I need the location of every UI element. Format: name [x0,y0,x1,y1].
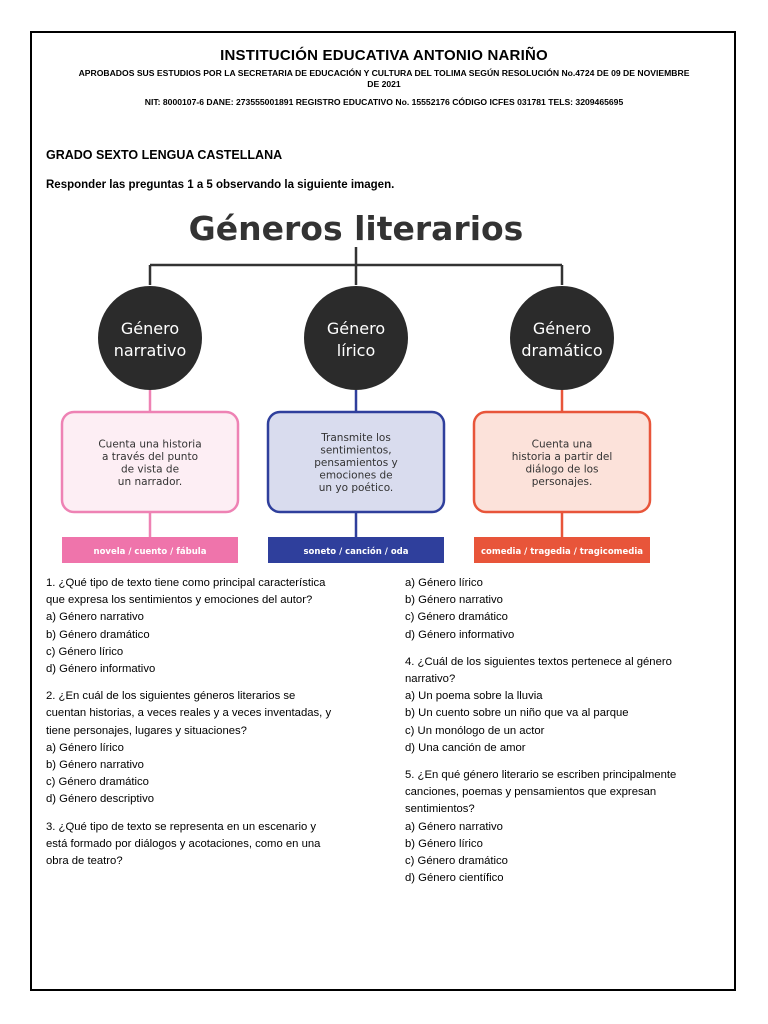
answer-option: d) Género descriptivo [46,793,154,806]
grade-title: GRADO SEXTO LENGUA CASTELLANA [46,148,283,162]
instruction-text: Responder las preguntas 1 a 5 observando… [46,179,395,191]
genre-circle [304,286,408,390]
answer-option: a) Género lírico [46,741,124,754]
genre-description-line: pensamientos y [314,457,398,469]
answer-option: d) Género informativo [46,663,156,676]
genre-name-line-2: dramático [521,341,602,360]
question-text: 2. ¿En cuál de los siguientes géneros li… [46,690,296,703]
genre-description-line: Transmite los [320,432,391,444]
literary-genres-diagram: Géneros literarios Género narrativoCuenta… [60,209,652,563]
diagram-connectors [148,247,564,285]
answer-option: c) Género dramático [405,611,508,624]
genre-name-line-1: Género [121,319,179,338]
genre-name-line-1: Género [327,319,385,338]
genre-examples-tag [62,537,238,563]
question-text: canciones, poemas y pensamientos que exp… [405,786,657,799]
question-text: cuentan historias, a veces reales y a ve… [46,707,332,720]
genre-description-box [266,410,446,514]
answer-option: c) Género dramático [46,776,149,789]
question-text: 5. ¿En qué género literario se escriben … [405,769,677,782]
genre-examples-text: soneto / canción / oda [304,546,409,557]
question-block: 3. ¿Qué tipo de texto se representa en u… [46,819,376,871]
question-block: 4. ¿Cuál de los siguientes textos perten… [405,654,730,757]
answer-option: d) Una canción de amor [405,741,526,754]
approval-line-2: DE 2021 [367,79,401,89]
answer-option: b) Género narrativo [46,759,144,772]
question-text: tiene personajes, lugares y situaciones? [46,724,247,737]
question-block: 5. ¿En qué género literario se escriben … [405,767,730,887]
question-text: 1. ¿Qué tipo de texto tiene como princip… [46,577,326,589]
answer-option: d) Género informativo [405,628,515,641]
question-text: 3. ¿Qué tipo de texto se representa en u… [46,820,317,833]
approval-text: APROBADOS SUS ESTUDIOS POR LA SECRETARIA… [40,68,728,90]
answer-option: a) Género narrativo [405,820,503,833]
genre-description-line: historia a partir del [512,451,613,463]
genre-description-line: a través del punto [102,451,198,463]
question-text: que expresa los sentimientos y emociones… [46,594,313,607]
genre-circle [98,286,202,390]
genre-examples-tag [474,537,650,563]
answer-option: b) Un cuento sobre un niño que va al par… [405,707,629,720]
genre-description-line: de vista de [121,463,179,475]
answer-option: a) Género lírico [405,577,483,589]
genre-description-line: diálogo de los [525,463,598,475]
answer-option: b) Género dramático [46,628,150,641]
answer-option: c) Género lírico [46,645,124,658]
question-block: 1. ¿Qué tipo de texto tiene como princip… [46,575,376,678]
genre-examples-text: comedia / tragedia / tragicomedia [481,547,643,557]
nit-line: NIT: 8000107-6 DANE: 273555001891 REGIST… [144,97,624,107]
genre-name-line-2: narrativo [114,341,187,360]
answer-option: d) Género científico [405,872,504,885]
genre-description-line: emociones de [319,470,392,482]
page-border [30,31,736,991]
genre-description-line: Cuenta una historia [98,438,201,450]
answer-option: b) Género narrativo [405,594,503,607]
question-text: narrativo? [405,673,456,686]
genre-description-line: un yo poético. [319,482,394,494]
genre-circle [510,286,614,390]
genre-name-line-1: Género [533,319,591,338]
genre-name-line-2: lírico [337,341,376,360]
question-text: 4. ¿Cuál de los siguientes textos perten… [405,655,672,668]
genre-description-line: un narrador. [118,476,182,488]
answer-option: c) Un monólogo de un actor [405,724,545,737]
question-text: está formado por diálogos y acotaciones,… [46,837,321,850]
genre-description-line: Cuenta una [532,438,593,450]
genre-description-line: sentimientos, [320,445,391,457]
answer-option: c) Género dramático [405,855,508,868]
genre-description-box [60,410,240,514]
question-block: a) Género lírico b) Género narrativo c) Gé… [405,575,730,644]
approval-line-1: APROBADOS SUS ESTUDIOS POR LA SECRETARIA… [78,68,690,78]
questions-left-column: 1. ¿Qué tipo de texto tiene como princip… [46,575,376,880]
answer-option: a) Género narrativo [46,611,144,624]
question-text: sentimientos? [405,803,475,816]
answer-option: a) Un poema sobre la lluvia [405,690,543,703]
answer-option: b) Género lírico [405,837,483,850]
genre-examples-tag [268,537,444,563]
genre-description-line: personajes. [532,476,593,488]
institution-name: INSTITUCIÓN EDUCATIVA ANTONIO NARIÑO [220,47,548,64]
genre-description-box [472,410,652,514]
genre-examples-text: novela / cuento / fábula [94,547,207,557]
question-block: 2. ¿En cuál de los siguientes géneros li… [46,688,376,808]
question-text: obra de teatro? [46,855,123,868]
questions-right-column: a) Género lírico b) Género narrativo c) Gé… [405,575,730,897]
diagram-title: Géneros literarios [189,209,524,248]
